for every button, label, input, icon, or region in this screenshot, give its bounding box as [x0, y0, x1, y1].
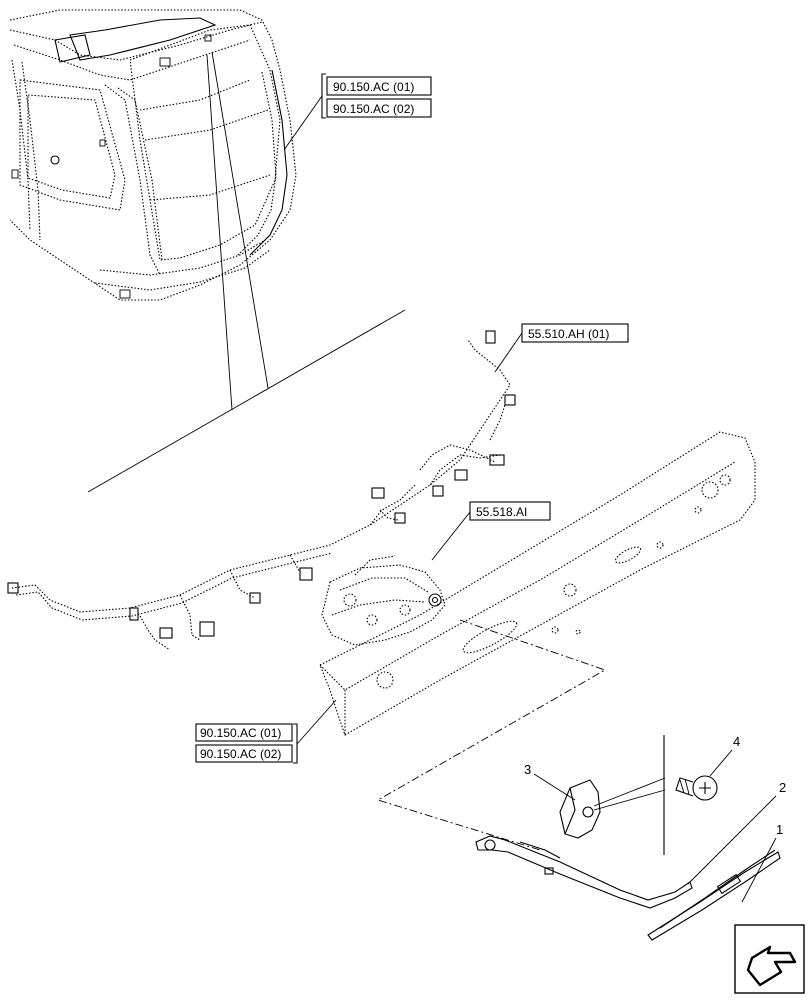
harness-ref-label[interactable]: 55.510.AH (01)	[528, 327, 609, 341]
rear-panel	[319, 431, 756, 736]
cutting-plane-line	[87, 309, 406, 493]
cab-reference-group: 90.150.AC (01) 90.150.AC (02)	[283, 73, 432, 151]
reference-box[interactable]	[469, 501, 551, 521]
reference-box[interactable]	[326, 76, 432, 96]
wiper-arm	[475, 835, 693, 909]
cab-leader-line	[211, 51, 269, 389]
wiper-blade	[647, 849, 781, 941]
cab-ref-label-1[interactable]: 90.150.AC (01)	[333, 80, 414, 94]
motor-ref-label[interactable]: 55.518.AI	[476, 505, 527, 519]
leader-line	[593, 777, 666, 807]
reference-box[interactable]	[195, 723, 293, 742]
screw	[675, 775, 718, 801]
leader-line	[593, 789, 666, 811]
panel-ref-label-1[interactable]: 90.150.AC (01)	[200, 726, 281, 740]
next-page-arrow-icon[interactable]	[734, 924, 805, 994]
wiper-motor	[321, 555, 446, 646]
alignment-line	[376, 619, 607, 851]
nut-cap	[559, 779, 601, 839]
callout-4: 4	[733, 734, 740, 749]
wiring-harness	[7, 330, 516, 651]
reference-box[interactable]	[195, 744, 293, 763]
panel-reference-group: 90.150.AC (01) 90.150.AC (02)	[195, 699, 337, 764]
reference-box[interactable]	[521, 323, 629, 343]
callouts: 1 2 3 4	[524, 734, 786, 903]
callout-3: 3	[524, 762, 531, 777]
reference-box[interactable]	[326, 98, 432, 118]
cab-leader-line	[206, 54, 233, 411]
cab-ref-label-2[interactable]: 90.150.AC (02)	[333, 102, 414, 116]
harness-reference-group: 55.510.AH (01)	[494, 323, 629, 373]
callout-2: 2	[779, 780, 786, 795]
motor-reference-group: 55.518.AI	[431, 501, 551, 561]
callout-1: 1	[776, 822, 783, 837]
cab-assembly	[9, 9, 297, 301]
panel-ref-label-2[interactable]: 90.150.AC (02)	[200, 747, 281, 761]
